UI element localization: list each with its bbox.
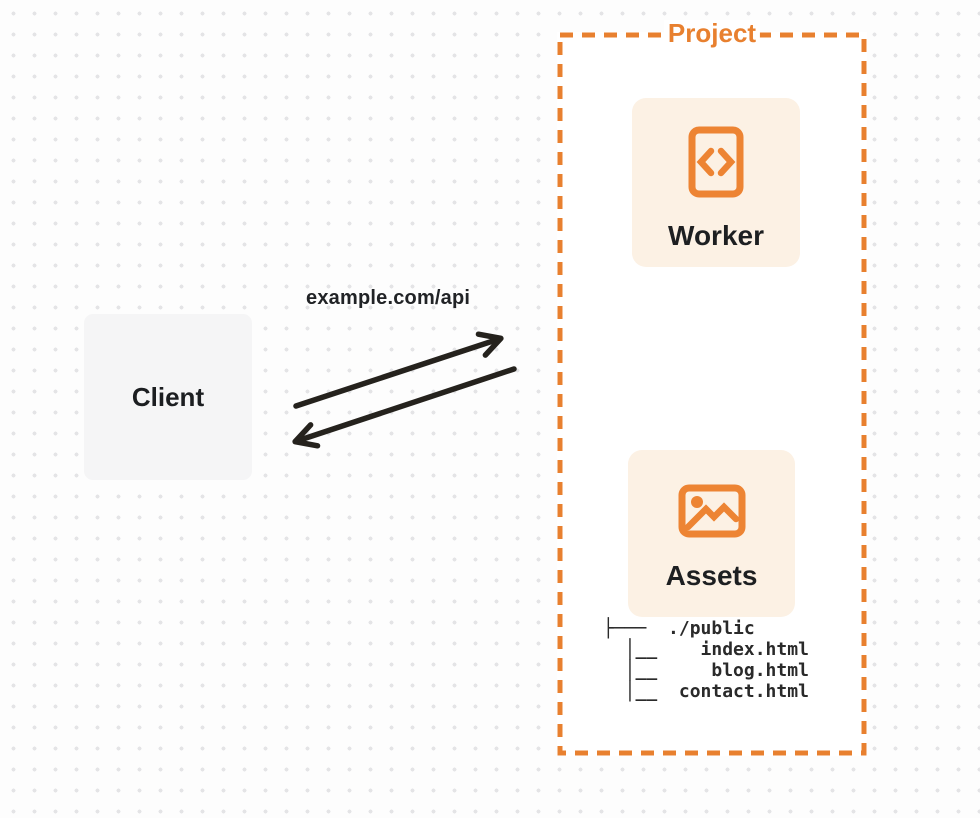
assets-node: Assets [628,450,795,617]
file-tree-line-index: │__ index.html [603,639,809,660]
project-container: Project Worker Assets ├─── ./public │__ … [557,20,867,756]
client-label: Client [131,381,205,412]
file-tree-line-public: ├─── ./public [603,618,755,639]
file-tree-line-contact: │__ contact.html [603,681,809,702]
image-icon [678,484,745,538]
file-tree: ├─── ./public │__ index.html │__ blog.ht… [603,618,809,702]
project-dashed-border [557,32,867,756]
request-url-label: example.com/api [306,287,471,309]
worker-node: Worker [632,98,800,267]
code-icon [688,126,744,198]
file-tree-line-blog: │__ blog.html [603,660,809,681]
request-arrow [293,331,504,409]
client-node: Client [84,314,252,480]
response-arrow [292,366,517,449]
worker-label: Worker [668,220,764,251]
assets-label: Assets [665,560,758,591]
project-label: Project [663,20,761,46]
